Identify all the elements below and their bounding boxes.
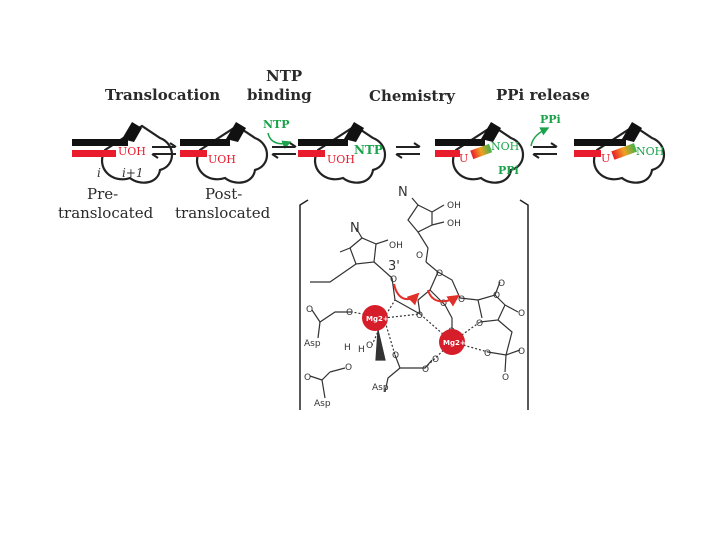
atom-o-7: O xyxy=(493,291,500,301)
catalytic-mechanism-structure xyxy=(309,197,521,399)
label-ppi-bound: PPi xyxy=(498,164,519,177)
state-pre-line1: Pre- xyxy=(87,185,118,203)
label-3-prime: 3' xyxy=(388,259,400,274)
atom-o-18: O xyxy=(422,365,429,375)
atom-o-13: O xyxy=(518,347,525,357)
mechanism-bracket xyxy=(299,199,529,410)
atom-o-5: O xyxy=(440,299,447,309)
atom-n-rna: N xyxy=(350,221,360,236)
label-u-4: U xyxy=(459,152,468,165)
label-uoh-2: UOH xyxy=(208,153,236,166)
magnesium-ion-a: Mg2+ xyxy=(362,305,389,331)
label-noh-5: NOH xyxy=(636,145,664,158)
label-ntp-incoming: NTP xyxy=(263,118,290,131)
label-i-plus-1: i+1 xyxy=(122,166,144,180)
equilibrium-arrows-1 xyxy=(151,142,177,159)
atom-n-ntp: N xyxy=(398,185,408,200)
atom-o-8: O xyxy=(498,279,505,289)
label-asp-2: Asp xyxy=(372,383,389,393)
label-asp-1: Asp xyxy=(304,339,321,349)
state-pre-line2: translocated xyxy=(58,204,154,222)
header-ppi-release: PPi release xyxy=(496,86,590,104)
atom-o-15: O xyxy=(346,308,353,318)
ppi-exit-arrow xyxy=(530,127,550,147)
label-ppi-released: PPi xyxy=(540,113,561,126)
atom-oh-2: OH xyxy=(447,219,461,229)
complex-ntp-bound: UOH NTP xyxy=(298,122,387,184)
label-noh-4: NOH xyxy=(491,140,519,153)
atom-o-16: O xyxy=(306,305,313,315)
label-uoh-1: UOH xyxy=(118,145,146,158)
label-asp-3: Asp xyxy=(314,399,331,409)
label-i: i xyxy=(97,166,101,180)
atom-o-21: O xyxy=(304,373,311,383)
atom-o-9: O xyxy=(518,309,525,319)
equilibrium-arrows-4 xyxy=(532,142,558,159)
atom-oh-3: OH xyxy=(389,241,403,251)
atom-h-1: H xyxy=(344,343,351,353)
label-uoh-3: UOH xyxy=(327,153,355,166)
atom-o-12: O xyxy=(484,349,491,359)
ntp-entry-arrow xyxy=(267,132,292,149)
header-ntp: NTP xyxy=(266,67,302,85)
atom-o-19: O xyxy=(432,355,439,365)
atom-o-14: O xyxy=(502,373,509,383)
label-ntp-bound: NTP xyxy=(354,143,383,157)
electron-arrow-1 xyxy=(393,283,420,306)
header-chemistry: Chemistry xyxy=(369,87,456,105)
state-post-line2: translocated xyxy=(175,204,271,222)
state-post-line1: Post- xyxy=(205,185,242,203)
magnesium-ion-b: Mg2+ xyxy=(439,329,466,355)
atom-oh-1: OH xyxy=(447,201,461,211)
complex-after-ppi-release: U NOH xyxy=(574,122,666,184)
atom-o-4: O xyxy=(416,311,423,321)
equilibrium-arrows-3 xyxy=(395,142,421,159)
electron-arrow-2 xyxy=(427,289,460,307)
atom-o-2: O xyxy=(436,269,443,279)
header-binding: binding xyxy=(247,86,312,104)
complex-post-chemistry: U NOH PPi xyxy=(435,122,525,184)
label-u-5: U xyxy=(601,152,610,165)
mg-label-a: Mg2+ xyxy=(366,315,389,323)
atom-o-20: O xyxy=(345,363,352,373)
atom-o-water: O xyxy=(366,341,373,351)
atom-h-2: H xyxy=(358,345,365,355)
atom-o-3: O xyxy=(390,275,397,285)
complex-pre-translocated: UOH i i+1 xyxy=(72,122,174,184)
atom-o-17: O xyxy=(392,351,399,361)
header-translocation: Translocation xyxy=(105,86,220,104)
atom-o-10: O xyxy=(476,319,483,329)
atom-o-1: O xyxy=(416,251,423,261)
mg-label-b: Mg2+ xyxy=(443,339,466,347)
equilibrium-arrows-2 xyxy=(271,142,297,159)
atom-o-6: O xyxy=(458,295,465,305)
complex-post-translocated: UOH xyxy=(180,122,269,184)
